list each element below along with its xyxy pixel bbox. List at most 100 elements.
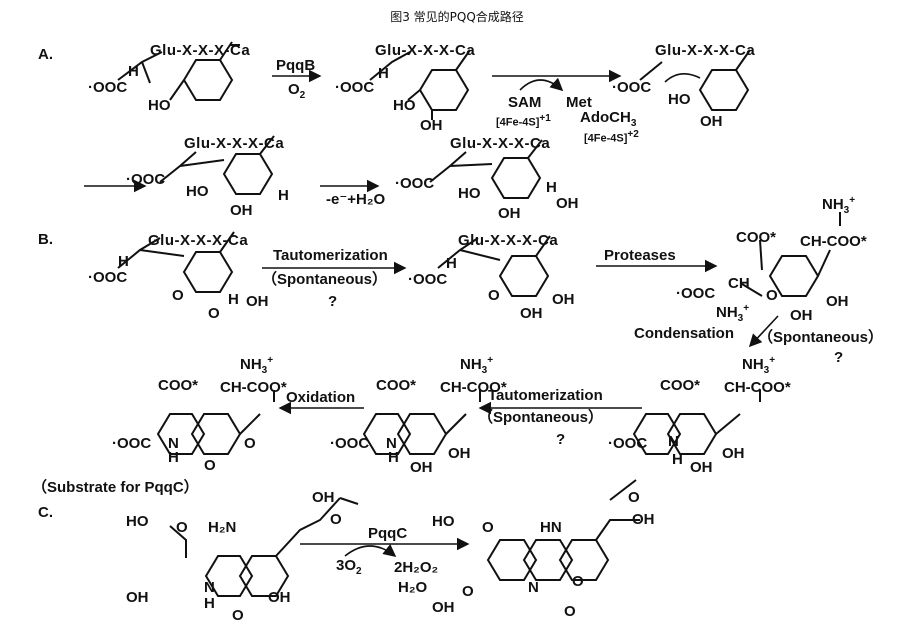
reagent-spontaneous-1: （Spontaneous） (262, 271, 388, 288)
question-2: ? (834, 349, 844, 366)
ch-b3: CH (728, 275, 750, 292)
coo-star-b3: COO* (736, 229, 777, 246)
o-b1-bottom: O (208, 305, 220, 322)
reagent-o2: O2 (288, 81, 306, 101)
ch-coo-star-b4: CH-COO* (724, 379, 791, 396)
ho-a2: HO (393, 97, 416, 114)
ho-a4: HO (186, 183, 209, 200)
structure-b6 (156, 390, 275, 455)
o-b2: O (488, 287, 500, 304)
o-b1-left: O (172, 287, 184, 304)
h-b2: H (446, 255, 457, 272)
o-b6-bottom: O (204, 457, 216, 474)
coo-star-b6: COO* (158, 377, 199, 394)
structure-a3 (639, 49, 751, 111)
ho-c2-top: HO (432, 513, 455, 530)
reagent-oxidation: Oxidation (286, 389, 356, 406)
o-c2-bottom: O (462, 583, 474, 600)
n-b5: N (386, 435, 397, 452)
h-b4: H (672, 451, 683, 468)
ho-c1-top: HO (126, 513, 149, 530)
structure-b4 (632, 390, 761, 455)
reagent-spontaneous-2: （Spontaneous） (758, 329, 884, 346)
chain-rest: -X-X-X-Ca (176, 42, 251, 59)
chain-a1: Glu-X-X-X-Ca (150, 43, 250, 58)
oh-b1: OH (246, 293, 269, 310)
reagent-2h2o2: 2H₂O₂ (394, 559, 439, 576)
structure-a5 (429, 139, 543, 199)
oh-b2-right: OH (552, 291, 575, 308)
o-c1-right: O (330, 511, 342, 528)
section-label-a: A. (38, 46, 53, 63)
ooc-a5: ·OOC (395, 175, 435, 192)
h-c1: H (204, 595, 215, 612)
coo-star-b4: COO* (660, 377, 701, 394)
oh-c1-right: OH (312, 489, 335, 506)
h-b1: H (118, 253, 129, 270)
reagent-3o2: 3O2 (336, 557, 362, 577)
ooc-a3: ·OOC (612, 79, 652, 96)
nh3-b5: NH3+ (460, 355, 494, 376)
reagent-pqqc: PqqC (368, 525, 408, 542)
structure-b2 (437, 235, 551, 297)
ooc-a4: ·OOC (126, 171, 166, 188)
arrow-condensation (748, 315, 779, 348)
o-c1-bottom: O (232, 607, 244, 624)
h-a2: H (378, 65, 389, 82)
h-b1-right: H (228, 291, 239, 308)
ch-coo-star-b5: CH-COO* (440, 379, 507, 396)
reagent-tautomerization-2: Tautomerization (488, 387, 603, 404)
h-a1: H (128, 63, 139, 80)
n-c2: N (528, 579, 539, 596)
oh-b3-right: OH (826, 293, 849, 310)
oh-c2-right: OH (632, 511, 655, 528)
nh3-b3-top: NH3+ (822, 195, 856, 216)
o-b6-right: O (244, 435, 256, 452)
h-a4: H (278, 187, 289, 204)
oh-c1-ring: OH (268, 589, 291, 606)
ooc-b1: ·OOC (88, 269, 128, 286)
n-b4: N (668, 433, 679, 450)
chain-glu: Glu (150, 42, 177, 59)
reagent-condensation: Condensation (634, 325, 734, 342)
o-c2-ring-bottom: O (564, 603, 576, 620)
section-label-b: B. (38, 231, 53, 248)
ooc-b5: ·OOC (330, 435, 370, 452)
h2n-c1: H₂N (208, 519, 237, 536)
reagent-met: Met (566, 94, 592, 111)
ho-a1: HO (148, 97, 171, 114)
structure-b3 (741, 212, 841, 297)
ooc-a1: ·OOC (88, 79, 128, 96)
chain-a4: Glu-X-X-X-Ca (184, 135, 285, 152)
h-b5: H (388, 449, 399, 466)
reagent-h2o: H₂O (398, 579, 428, 596)
oh-b5-right: OH (448, 445, 471, 462)
chain-b2: Glu-X-X-X-Ca (458, 232, 559, 249)
oh-a5-bottom: OH (498, 205, 521, 222)
oh-a4: OH (230, 202, 253, 219)
question-3: ? (556, 431, 566, 448)
arrow-sam-met-curve (519, 77, 564, 92)
ho-a5: HO (458, 185, 481, 202)
reagent-sam: SAM (508, 94, 542, 111)
section-label-c: C. (38, 504, 53, 521)
ooc-b6: ·OOC (112, 435, 152, 452)
o-c2-top: O (482, 519, 494, 536)
chain-b1: Glu-X-X-X-Ca (148, 232, 249, 249)
hn-c2: HN (540, 519, 562, 536)
reagent-fes1: [4Fe-4S]+1 (496, 113, 551, 129)
reagent-spontaneous-3: （Spontaneous） (478, 409, 604, 426)
structure-a4 (159, 135, 275, 195)
reagent-adoch3: AdoCH3 (580, 109, 637, 129)
structure-c1 (169, 497, 359, 597)
reagent-tautomerization-1: Tautomerization (273, 247, 388, 264)
ooc-b2: ·OOC (408, 271, 448, 288)
structure-a2 (369, 49, 471, 120)
ooc-b4: ·OOC (608, 435, 648, 452)
question-1: ? (328, 293, 338, 310)
chain-a5: Glu-X-X-X-Ca (450, 135, 551, 152)
coo-star-b5: COO* (376, 377, 417, 394)
ch-coo-star-b3: CH-COO* (800, 233, 867, 250)
